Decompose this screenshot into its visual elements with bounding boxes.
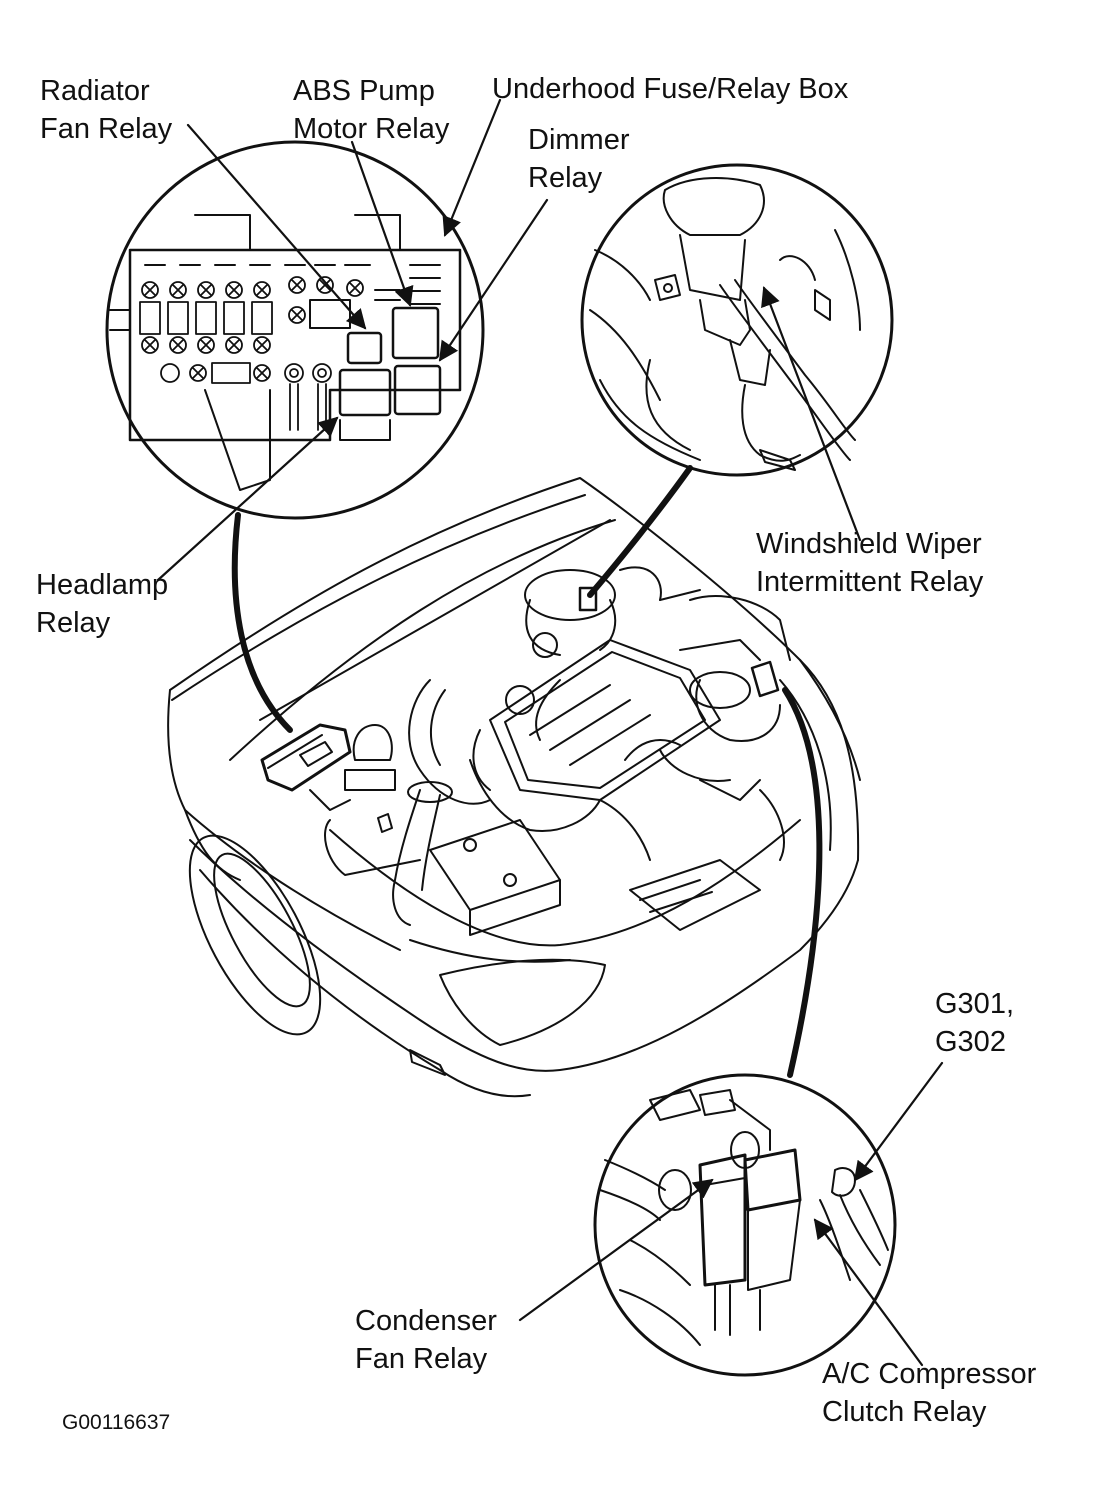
radiator-fan-relay-box xyxy=(346,331,383,365)
label-abs-pump-motor-relay-line2: Motor Relay xyxy=(293,113,450,145)
arrow-underhood-fuse-relay-box xyxy=(442,98,502,237)
arrow-ac-compressor-clutch-relay xyxy=(813,1218,924,1367)
label-headlamp-relay-line1: Headlamp xyxy=(36,569,169,601)
label-condenser-fan-relay-line1: Condenser xyxy=(355,1305,497,1337)
label-abs-pump-motor-relay-line1: ABS Pump xyxy=(293,75,435,107)
label-dimmer-relay-line2: Relay xyxy=(528,162,603,194)
label-headlamp-relay: Headlamp Relay xyxy=(36,566,168,642)
engine xyxy=(324,566,791,936)
wiper-relay-on-car xyxy=(578,586,598,612)
fusebox-connector-line xyxy=(231,512,293,733)
headlamp-relay-box xyxy=(338,368,392,417)
wiper-connector-line xyxy=(587,465,693,598)
condenser-relay-on-car xyxy=(750,660,780,698)
label-dimmer-relay-line1: Dimmer xyxy=(528,124,630,156)
arrow-dimmer-relay xyxy=(438,198,549,362)
label-radiator-fan-relay: Radiator Fan Relay xyxy=(40,72,172,148)
label-headlamp-relay-line2: Relay xyxy=(36,607,111,639)
label-abs-pump-motor-relay: ABS Pump Motor Relay xyxy=(293,72,449,148)
arrow-windshield-wiper-relay xyxy=(761,286,862,542)
label-windshield-wiper-relay-line1: Windshield Wiper xyxy=(756,528,982,560)
figure-id: G00116637 xyxy=(62,1411,171,1434)
arrow-radiator-fan-relay xyxy=(186,123,367,330)
condenser-fan-relay-part xyxy=(698,1153,747,1287)
leader-arrows xyxy=(156,98,944,1367)
condenser-relay-detail-circle xyxy=(593,1073,897,1377)
condenser-connector-line xyxy=(782,687,823,1078)
label-ac-compressor-clutch-relay-line2: Clutch Relay xyxy=(822,1396,987,1428)
label-radiator-fan-relay-line1: Radiator xyxy=(40,75,150,107)
label-condenser-fan-relay: Condenser Fan Relay xyxy=(355,1302,497,1378)
dimmer-relay-box xyxy=(393,364,442,416)
label-ac-compressor-clutch-relay-line1: A/C Compressor xyxy=(822,1358,1037,1390)
arrow-g301-g302 xyxy=(853,1061,944,1182)
label-g301-g302: G301, G302 xyxy=(935,985,1014,1061)
label-underhood-fuse-relay-box: Underhood Fuse/Relay Box xyxy=(492,73,849,105)
small-relay-on-car xyxy=(377,813,393,833)
label-g301-g302-line1: G301, xyxy=(935,988,1014,1020)
label-windshield-wiper-relay-line2: Intermittent Relay xyxy=(756,566,984,598)
abs-pump-motor-relay-box xyxy=(391,306,440,360)
label-windshield-wiper-relay: Windshield Wiper Intermittent Relay xyxy=(756,525,983,601)
connector-lines xyxy=(231,465,823,1078)
label-radiator-fan-relay-line2: Fan Relay xyxy=(40,113,173,145)
underhood-fuse-box-on-car xyxy=(260,723,352,811)
arrow-headlamp-relay xyxy=(156,416,339,582)
fuse-box-detail-circle xyxy=(105,140,485,520)
arrow-condenser-fan-relay xyxy=(518,1178,714,1322)
label-g301-g302-line2: G302 xyxy=(935,1026,1006,1058)
label-condenser-fan-relay-line2: Fan Relay xyxy=(355,1343,488,1375)
car-body xyxy=(167,477,861,1098)
label-ac-compressor-clutch-relay: A/C Compressor Clutch Relay xyxy=(822,1355,1036,1431)
label-dimmer-relay: Dimmer Relay xyxy=(528,121,630,197)
arrow-abs-pump-motor-relay xyxy=(350,140,414,307)
wiper-relay-detail-circle xyxy=(580,163,894,477)
ac-compressor-clutch-relay-part xyxy=(743,1148,802,1212)
